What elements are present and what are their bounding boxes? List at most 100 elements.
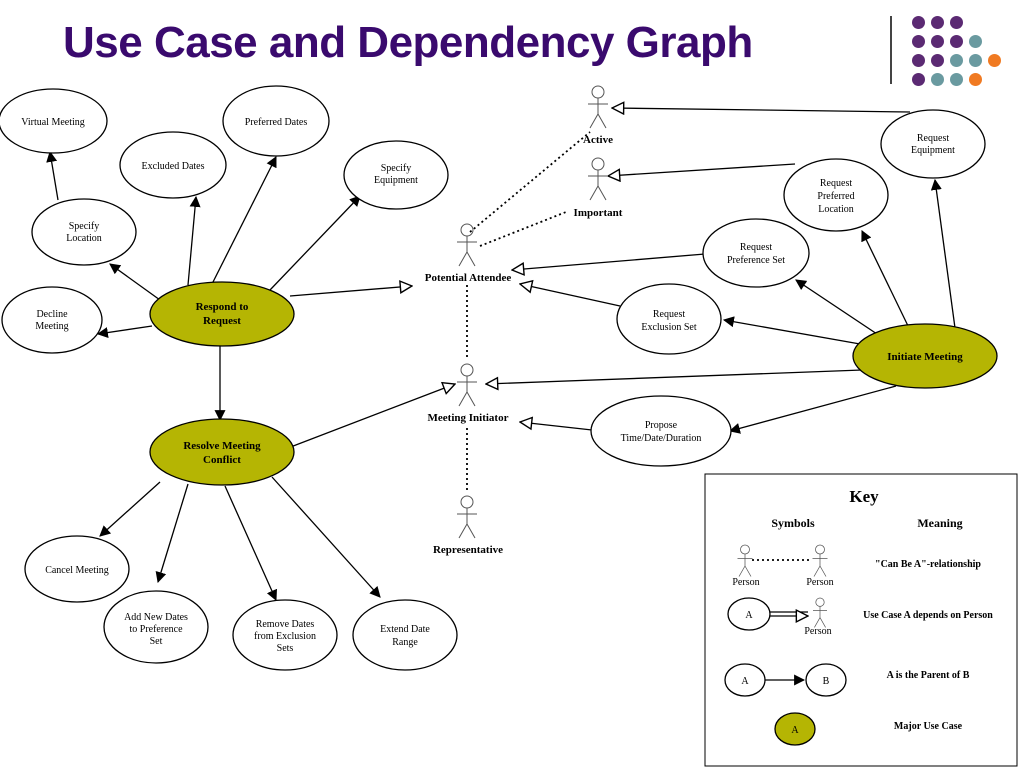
person-icon xyxy=(737,544,753,577)
edge-initiate-preference-set xyxy=(795,279,881,337)
dot xyxy=(988,54,1001,67)
key-person-label: Person xyxy=(804,626,831,637)
use-case-label: Conflict xyxy=(203,454,241,466)
use-case-request-exclusion-set: Request Exclusion Set xyxy=(616,283,722,355)
use-case-label: Extend Date xyxy=(380,624,430,635)
use-case-propose-time: Propose Time/Date/Duration xyxy=(590,395,732,467)
actor-representative: Representative xyxy=(433,495,503,556)
use-case-label: Request xyxy=(740,242,772,253)
major-use-case-respond-to-request: Respond to Request xyxy=(149,281,295,347)
use-case-specify-equipment: Specify Equipment xyxy=(343,140,449,210)
dot xyxy=(950,35,963,48)
edge-respond-equipment xyxy=(269,195,361,291)
dep-initiate-initiator xyxy=(486,369,863,384)
use-case-label: to Preference xyxy=(129,624,183,635)
use-case-excluded-dates: Excluded Dates xyxy=(119,131,227,199)
page-title: Use Case and Dependency Graph xyxy=(63,18,753,67)
use-case-virtual-meeting: Virtual Meeting xyxy=(0,88,108,154)
key-meaning-row-2: Use Case A depends on Person xyxy=(863,610,993,621)
use-case-label: Request xyxy=(917,133,949,144)
dot xyxy=(931,73,944,86)
use-case-add-new-dates: Add New Dates to Preference Set xyxy=(103,590,209,664)
use-case-label: Preferred xyxy=(817,191,854,202)
use-case-label: Time/Date/Duration xyxy=(621,433,702,444)
use-case-label: Set xyxy=(150,636,163,647)
person-icon xyxy=(457,363,477,407)
person-icon xyxy=(588,85,608,129)
edge-initiate-exclusion-set xyxy=(722,316,861,345)
dot xyxy=(912,54,925,67)
dep-request-equipment-active xyxy=(612,108,911,112)
link-attendee-active xyxy=(469,131,591,233)
title-divider xyxy=(890,16,892,84)
use-case-label: Request xyxy=(653,309,685,320)
use-case-label: Initiate Meeting xyxy=(887,351,963,363)
actor-label: Active xyxy=(583,134,613,146)
key-meaning-row-1: "Can Be A"-relationship xyxy=(875,559,981,570)
use-case-label: Equipment xyxy=(374,175,418,186)
key-dependency-arrow xyxy=(770,612,808,616)
can-be-a-links xyxy=(466,131,591,492)
use-case-label: from Exclusion xyxy=(254,631,316,642)
dot xyxy=(950,54,963,67)
use-case-cancel-meeting: Cancel Meeting xyxy=(24,535,130,603)
dependency-edges xyxy=(287,108,911,449)
use-case-preferred-dates: Preferred Dates xyxy=(222,85,330,157)
use-case-label: Exclusion Set xyxy=(641,322,696,333)
use-case-remove-dates: Remove Dates from Exclusion Sets xyxy=(232,599,338,671)
major-use-case-resolve-meeting-conflict: Resolve Meeting Conflict xyxy=(149,418,295,486)
edge-respond-excluded xyxy=(187,195,201,286)
use-case-label: Specify xyxy=(69,221,100,232)
use-case-label: Add New Dates xyxy=(124,612,188,623)
actor-label: Important xyxy=(574,207,623,219)
actor-label: Representative xyxy=(433,544,503,556)
use-case-label: Preferred Dates xyxy=(245,117,308,128)
actor-label: Meeting Initiator xyxy=(428,412,509,424)
dot xyxy=(969,54,982,67)
use-case-label: Resolve Meeting xyxy=(183,440,261,452)
use-case-label: Request xyxy=(203,315,241,327)
edge-resolve-add xyxy=(155,483,189,584)
edge-respond-location xyxy=(109,263,161,301)
use-case-extend-date-range: Extend Date Range xyxy=(352,599,458,671)
use-case-request-preferred-location: Request Preferred Location xyxy=(783,158,889,232)
dep-resolve-initiator xyxy=(287,384,455,449)
person-icon xyxy=(812,544,828,577)
dep-request-exclusion-set-attendee xyxy=(520,284,621,307)
use-case-decline-meeting: Decline Meeting xyxy=(1,286,103,354)
edge-initiate-propose xyxy=(728,385,897,434)
dot xyxy=(969,35,982,48)
key-node-b: B xyxy=(823,676,830,687)
use-case-request-equipment: Request Equipment xyxy=(880,109,986,179)
use-case-label: Request xyxy=(820,178,852,189)
actor-active: Active xyxy=(583,85,613,146)
use-case-label: Cancel Meeting xyxy=(45,565,109,576)
use-case-label: Location xyxy=(66,233,102,244)
dep-request-preferred-location-important xyxy=(608,163,796,176)
use-case-label: Remove Dates xyxy=(256,619,315,630)
use-case-label: Decline xyxy=(36,309,68,320)
use-case-request-preference-set: Request Preference Set xyxy=(702,218,810,288)
use-case-specify-location: Specify Location xyxy=(31,198,137,266)
use-case-label: Range xyxy=(392,637,418,648)
dot xyxy=(950,16,963,29)
edge-initiate-equipment xyxy=(930,178,956,329)
edge-resolve-remove xyxy=(224,485,277,602)
dep-respond-attendee xyxy=(289,286,412,297)
person-icon xyxy=(457,495,477,539)
dot xyxy=(950,73,963,86)
dot xyxy=(931,16,944,29)
dep-propose-initiator xyxy=(520,422,593,431)
major-use-case-initiate-meeting: Initiate Meeting xyxy=(852,323,998,389)
person-icon xyxy=(813,597,827,628)
dot xyxy=(912,16,925,29)
dot xyxy=(931,54,944,67)
edge-location-virtual xyxy=(46,150,59,201)
edge-respond-decline xyxy=(96,325,153,338)
key-person-label: Person xyxy=(806,577,833,588)
dot xyxy=(969,73,982,86)
actor-meeting-initiator: Meeting Initiator xyxy=(428,363,509,424)
use-case-label: Specify xyxy=(381,163,412,174)
diagram-key: Key Symbols Meaning Person Person "Can B… xyxy=(704,473,1018,767)
